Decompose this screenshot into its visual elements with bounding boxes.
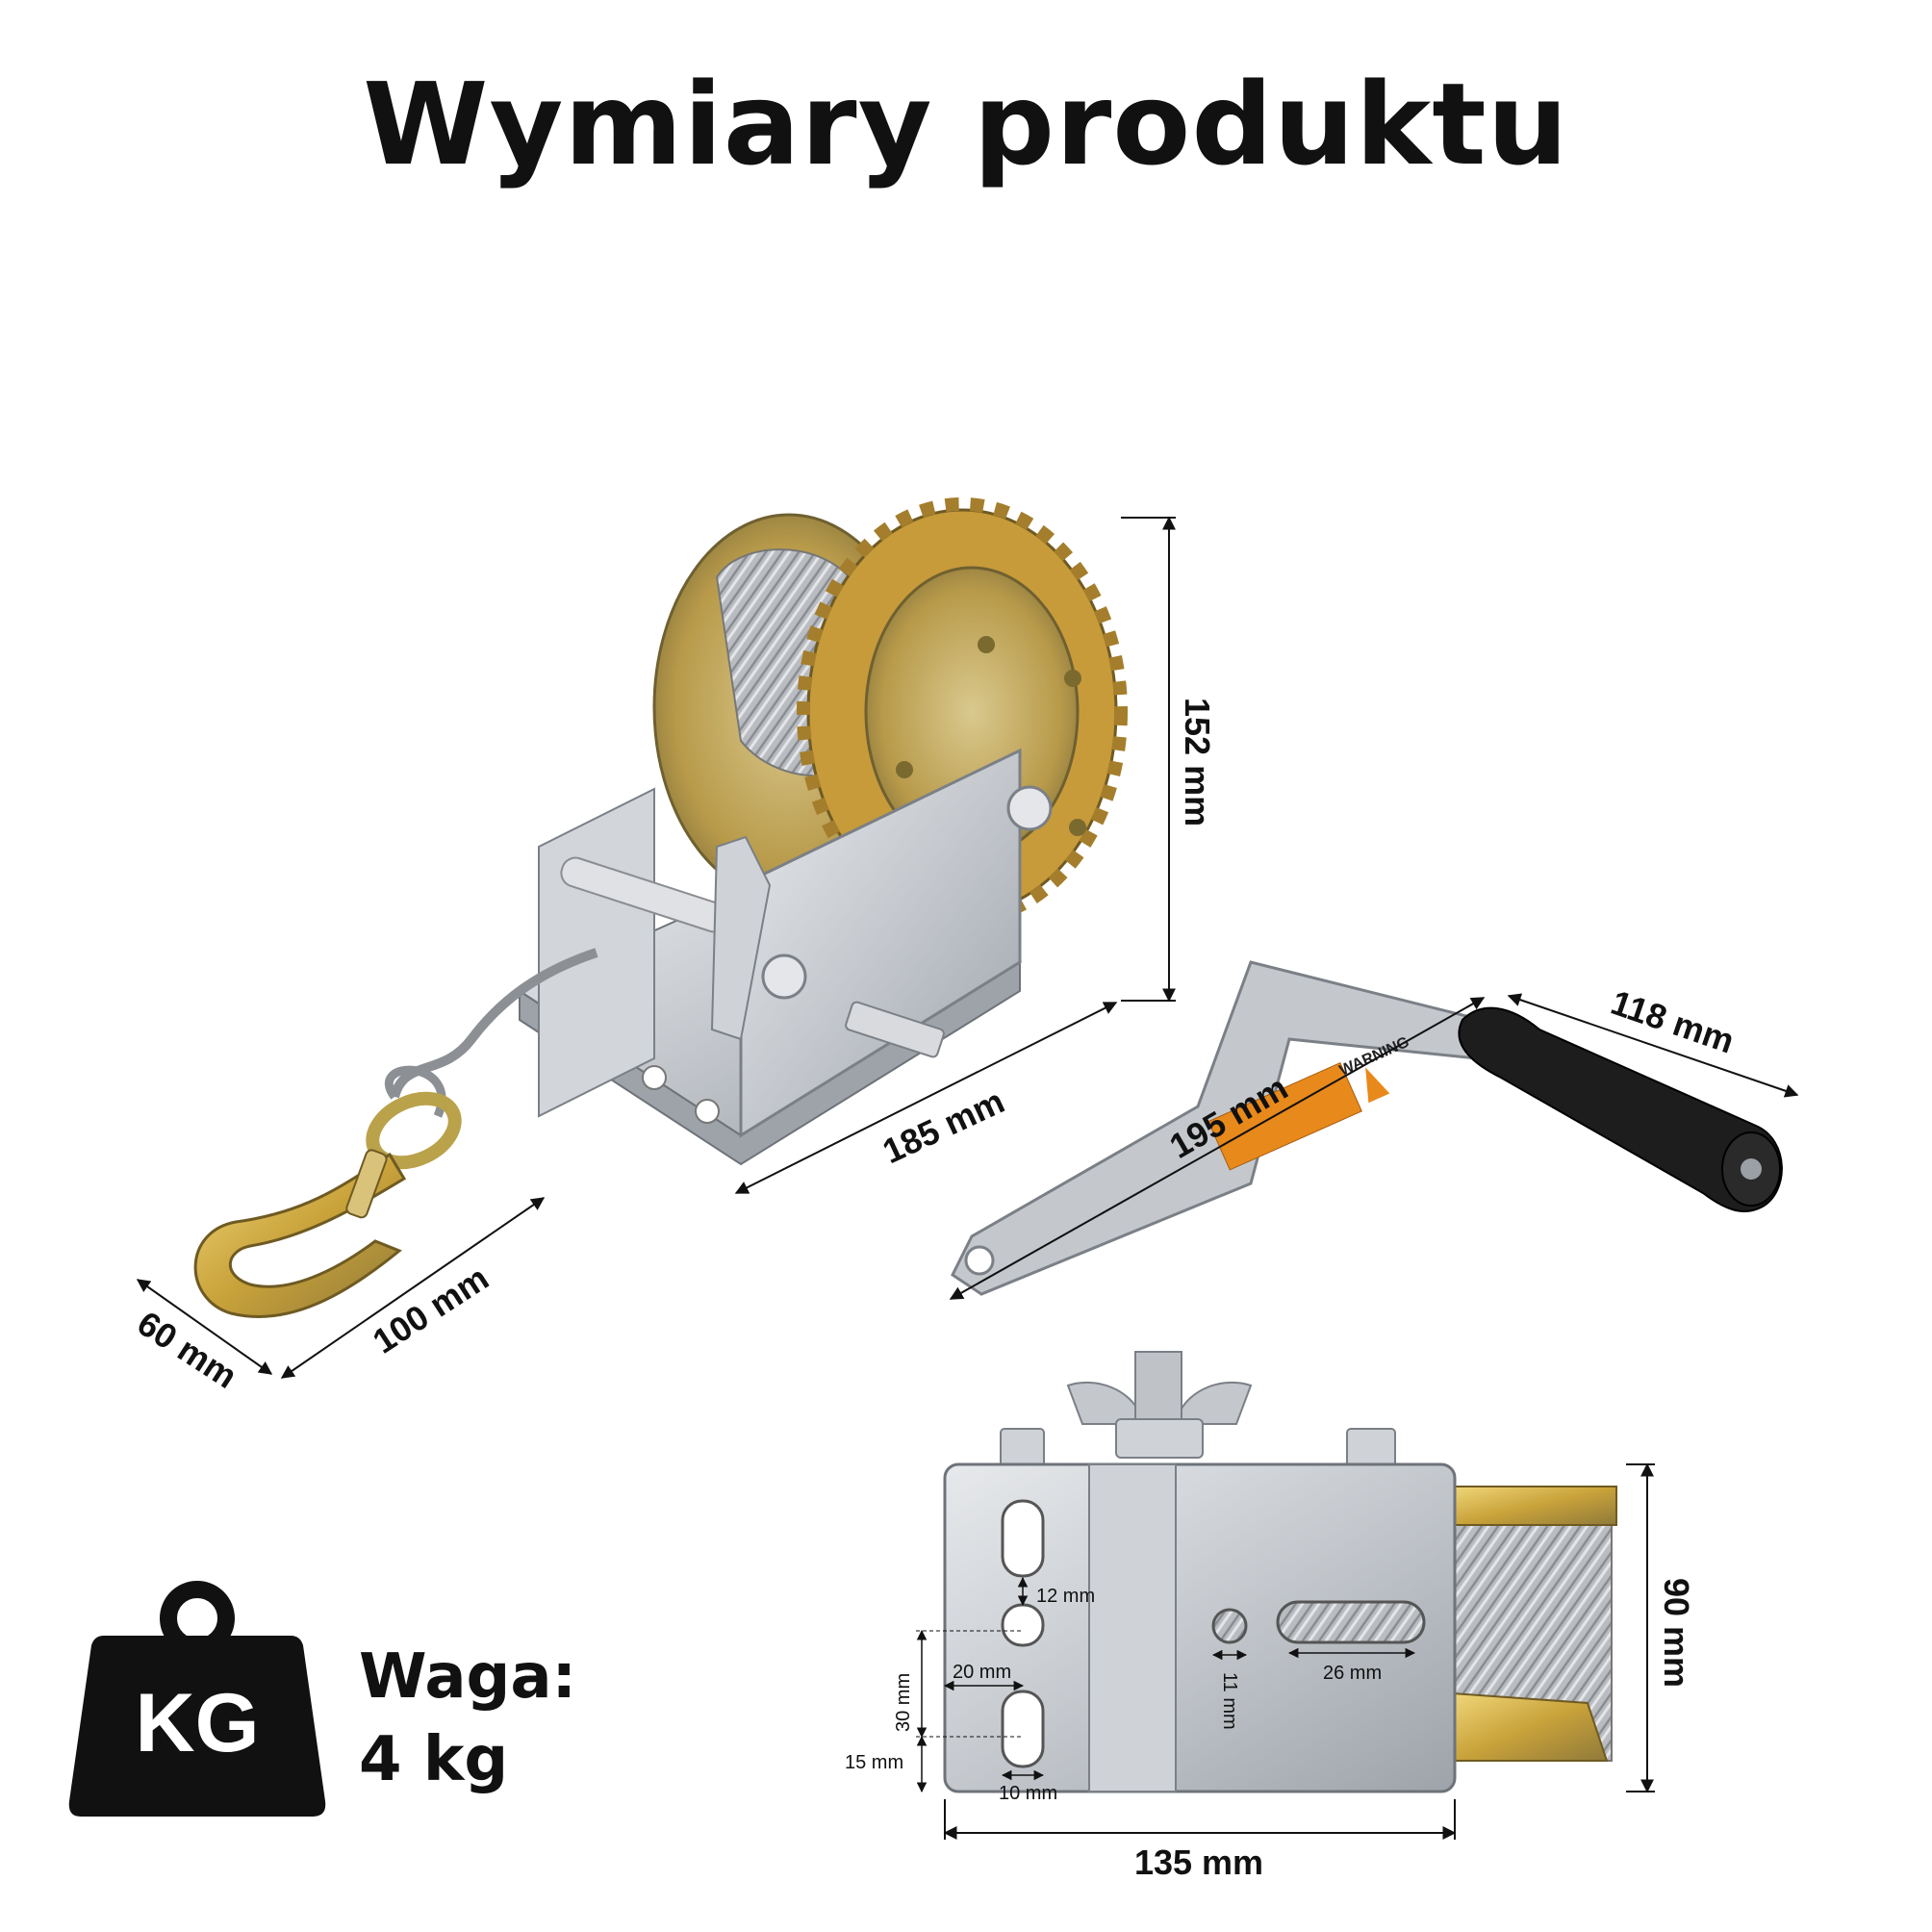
dim-plate-depth-label: 90 mm [1657, 1578, 1696, 1688]
bolt-bottom [761, 953, 807, 1000]
round-hole [1211, 1608, 1248, 1644]
dim-edge-offset-label: 15 mm [845, 1752, 903, 1773]
dim-height-label: 152 mm [1178, 698, 1217, 826]
dim-slot-offset-label: 20 mm [953, 1662, 1011, 1683]
dim-slot-pitch-label: 30 mm [893, 1673, 914, 1732]
dim-length-label: 185 mm [877, 1080, 1010, 1171]
bolt-thread [1134, 1351, 1182, 1420]
base-plate [943, 1462, 1457, 1793]
dimension-lines [136, 516, 1799, 1840]
dim-plate-width-label: 135 mm [1134, 1843, 1263, 1882]
weight-value: 4 kg [359, 1724, 509, 1795]
center-rib [1088, 1463, 1177, 1792]
base-plate-view [943, 1351, 1617, 1793]
dim-base-depth-label: 60 mm [131, 1303, 244, 1396]
long-slot [1276, 1600, 1426, 1644]
slot-1 [1001, 1499, 1045, 1578]
weight-icon-text: KG [136, 1677, 260, 1769]
winch-illustration [193, 497, 1128, 1318]
dim-slot-height-label: 12 mm [1036, 1586, 1095, 1607]
dim-long-slot-label: 26 mm [1323, 1663, 1382, 1684]
weight-label: Waga: [359, 1641, 577, 1713]
hook [193, 1091, 462, 1318]
ratchet-pawl [710, 835, 772, 1041]
dim-slot-width-label: 10 mm [999, 1783, 1057, 1804]
handle-hole [964, 1245, 995, 1276]
weight-info: Waga: 4 kg [359, 1636, 576, 1801]
bolt-top [1006, 785, 1053, 831]
dim-hole-diameter-label: 11 mm [1219, 1672, 1240, 1730]
weight-icon: KG [68, 1581, 326, 1817]
slot-2 [1001, 1603, 1045, 1647]
slot-3 [1001, 1690, 1045, 1768]
page-title: Wymiary produktu [363, 58, 1569, 191]
dim-base-width-label: 100 mm [366, 1258, 496, 1360]
dim-grip-length-label: 118 mm [1606, 982, 1739, 1061]
